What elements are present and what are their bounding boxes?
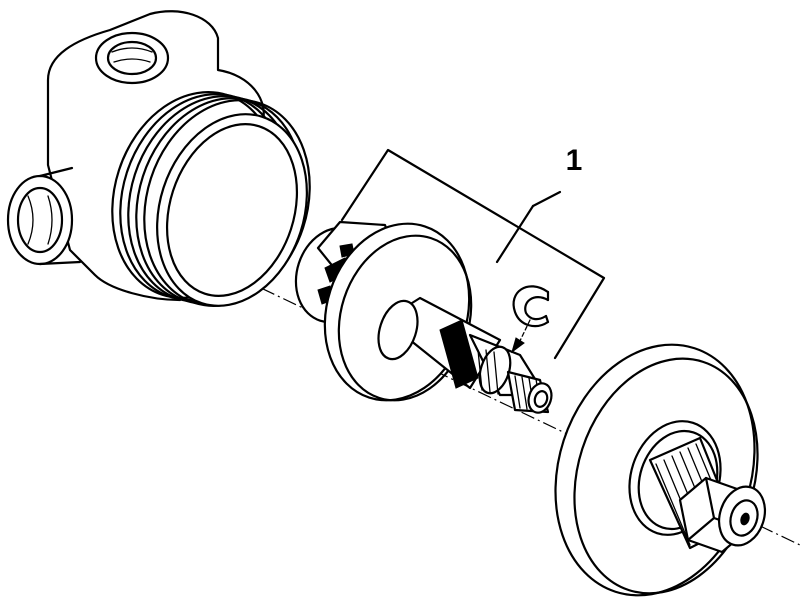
cartridge xyxy=(294,220,553,414)
valve-body xyxy=(6,10,311,307)
circlip xyxy=(511,285,550,354)
callout-bracket xyxy=(340,148,606,360)
callout-label: 1 xyxy=(566,144,583,177)
rosette-assembly xyxy=(554,343,766,597)
